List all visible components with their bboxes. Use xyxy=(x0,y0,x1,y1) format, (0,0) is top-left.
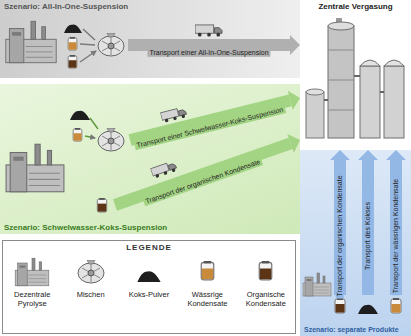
arrow-head xyxy=(330,150,350,160)
gasification-plant xyxy=(306,18,404,138)
scenario-heading: Szenario: Schwelwasser-Koks-Suspension xyxy=(4,223,167,232)
arrow-shaft xyxy=(115,143,291,205)
arrow-head xyxy=(288,91,300,110)
feed-arrow xyxy=(85,118,98,138)
legend-box: LEGENDE Dezentrale PyrolyseMischenKoks-P… xyxy=(2,240,296,334)
arrow-shaft xyxy=(390,160,402,295)
legend-row: Dezentrale PyrolyseMischenKoks-PulverWäs… xyxy=(3,291,295,308)
truck-symbol xyxy=(195,25,222,37)
scenario-heading: Szenario: separate Produkte xyxy=(304,326,399,334)
legend-icon xyxy=(259,261,272,280)
transport-arrow xyxy=(386,150,406,295)
edge-label: Transport der organischen Kondensate xyxy=(336,173,344,298)
coke-pile xyxy=(64,25,82,33)
legend-label: Wässrige Kondensate xyxy=(178,291,236,308)
legend-label: Koks-Pulver xyxy=(120,291,178,308)
edge-label: Transport der wässrigen Kondensate xyxy=(392,176,400,295)
legend-label: Mischen xyxy=(61,291,119,308)
pyrolysis-plant xyxy=(303,273,331,296)
arrow-head xyxy=(358,150,378,160)
organic-jar xyxy=(335,298,345,313)
legend-label: Organische Kondensate xyxy=(237,291,295,308)
pyrolysis-plant xyxy=(6,144,64,192)
legend-icon xyxy=(137,271,160,282)
scenario-heading: Szenario: All-In-One-Suspension xyxy=(4,2,128,11)
edge-label: Transport des Kokses xyxy=(364,200,372,272)
mixer-symbol xyxy=(98,128,124,151)
arrow-shaft xyxy=(362,160,374,295)
edge-label: Transport der organischen Kondensate xyxy=(142,157,263,206)
edge-label: Transport einer All-In-One-Suspension xyxy=(147,49,270,57)
arrow-head xyxy=(287,134,300,153)
organic-jar xyxy=(97,198,106,212)
arrow-shaft xyxy=(130,100,290,140)
aqueous-jar xyxy=(391,298,401,313)
arrow-head xyxy=(386,150,406,160)
mixer-symbol xyxy=(98,33,124,56)
arrow-head xyxy=(290,35,300,55)
legend-label: Dezentrale Pyrolyse xyxy=(3,291,61,308)
legend-icon xyxy=(15,258,49,286)
coke-pile xyxy=(70,111,90,120)
pyrolysis-plant xyxy=(6,21,56,62)
truck-symbol xyxy=(150,161,177,179)
coke-pile xyxy=(358,305,378,314)
aqueous-jar xyxy=(68,37,77,50)
edge-label: Transport einer Schwelwasser-Koks-Suspen… xyxy=(134,106,286,151)
legend-icon xyxy=(201,261,214,280)
legend-heading: LEGENDE xyxy=(3,243,295,252)
legend-title: LEGENDE xyxy=(3,243,295,252)
transport-arrow xyxy=(358,150,378,295)
organic-jar xyxy=(68,55,77,68)
legend-icon xyxy=(78,260,104,283)
feed-arrow xyxy=(80,29,96,62)
scenario-heading: Zentrale Vergasung xyxy=(318,2,392,11)
aqueous-jar xyxy=(73,128,82,141)
